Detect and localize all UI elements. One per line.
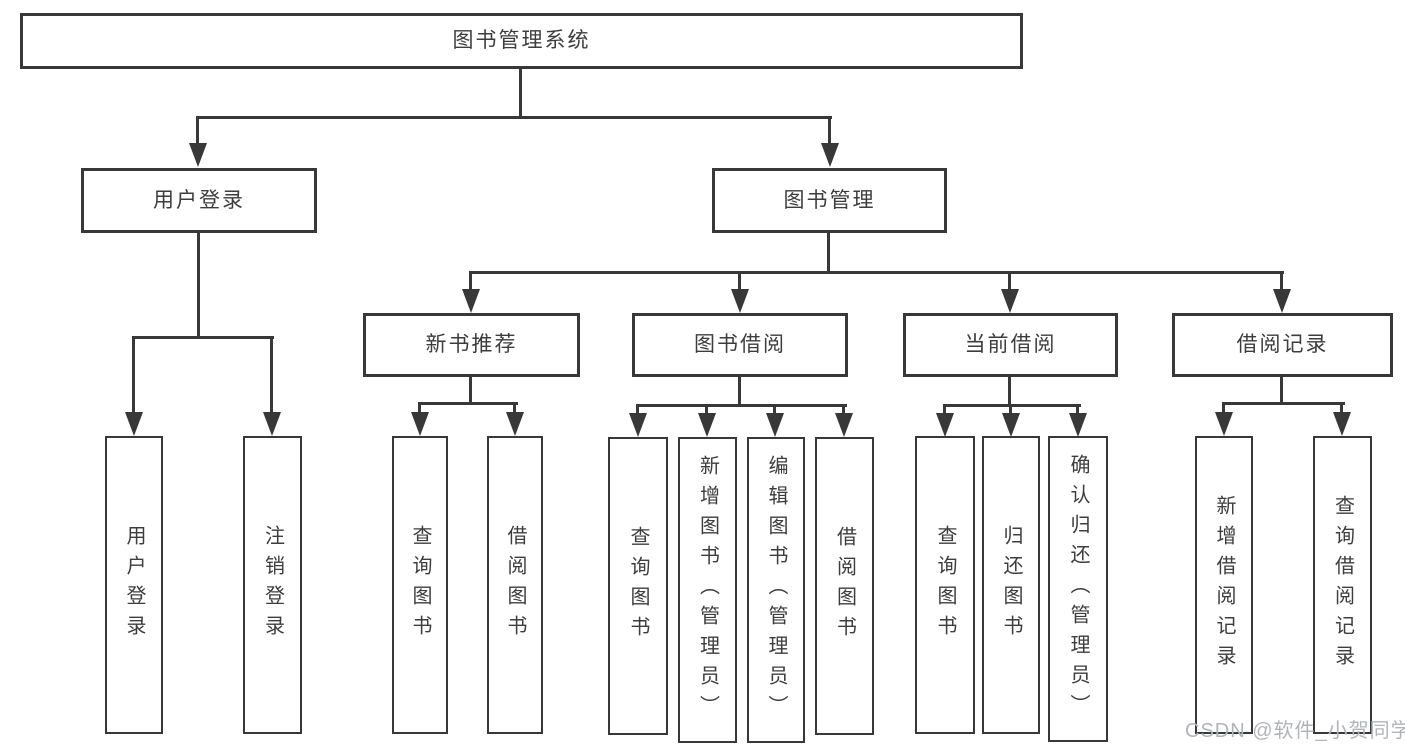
connector-line: [1008, 377, 1011, 407]
watermark: CSDN @软件_小贺同学: [1185, 720, 1405, 742]
connector-line: [1222, 402, 1345, 405]
leaf-current-return-books: 归还图书: [982, 436, 1040, 734]
leaf-records-add-record: 新增借阅记录: [1195, 436, 1253, 734]
arrowhead-down-icon: [1076, 404, 1079, 413]
arrowhead-down-icon: [1340, 402, 1343, 412]
arrowhead-down-icon: [842, 404, 845, 413]
connector-line: [943, 404, 1081, 407]
arrowhead-down-icon: [1280, 271, 1283, 289]
leaf-borrow-add-books-admin: 新增图书（管理员）: [678, 437, 737, 743]
arrowhead-down-icon: [1222, 402, 1225, 412]
arrowhead-down-icon: [132, 336, 135, 412]
leaf-borrow-borrow-books: 借阅图书: [815, 437, 874, 735]
node-user-login: 用户登录: [81, 168, 317, 233]
arrowhead-down-icon: [513, 402, 516, 412]
connector-line: [636, 404, 847, 407]
arrowhead-down-icon: [943, 404, 946, 413]
leaf-newbooks-query-books: 查询图书: [392, 436, 448, 734]
arrowhead-down-icon: [1008, 271, 1011, 289]
connector-line: [738, 377, 741, 407]
arrowhead-down-icon: [270, 336, 273, 412]
arrowhead-down-icon: [773, 404, 776, 413]
leaf-records-query-record: 查询借阅记录: [1313, 436, 1372, 734]
leaf-current-query-books: 查询图书: [915, 436, 975, 734]
connector-line: [519, 69, 522, 117]
connector-line: [418, 402, 518, 405]
leaf-borrow-edit-books-admin: 编辑图书（管理员）: [747, 437, 805, 743]
leaf-current-confirm-return-admin: 确认归还（管理员）: [1048, 436, 1108, 742]
leaf-newbooks-borrow-books: 借阅图书: [487, 436, 543, 734]
connector-line: [197, 233, 200, 336]
node-new-book-recommend: 新书推荐: [363, 313, 580, 377]
arrowhead-down-icon: [636, 404, 639, 413]
connector-line: [132, 336, 274, 339]
arrowhead-down-icon: [469, 271, 472, 289]
arrowhead-down-icon: [418, 402, 421, 412]
connector-line: [827, 233, 830, 274]
node-borrow-records: 借阅记录: [1172, 313, 1393, 377]
node-book-borrow: 图书借阅: [632, 313, 848, 377]
leaf-borrow-query-books: 查询图书: [608, 437, 668, 735]
node-current-borrow: 当前借阅: [903, 313, 1118, 377]
connector-line: [1280, 377, 1283, 405]
connector-line: [469, 271, 1284, 274]
connector-line: [469, 377, 472, 405]
connector-line: [196, 116, 832, 119]
arrowhead-down-icon: [828, 116, 831, 143]
arrowhead-down-icon: [196, 116, 199, 143]
arrowhead-down-icon: [1009, 404, 1012, 413]
arrowhead-down-icon: [705, 404, 708, 413]
arrowhead-down-icon: [738, 271, 741, 289]
leaf-user-login: 用户登录: [105, 436, 163, 734]
node-root: 图书管理系统: [20, 13, 1023, 69]
leaf-logout: 注销登录: [243, 436, 302, 734]
node-book-management: 图书管理: [712, 168, 947, 233]
